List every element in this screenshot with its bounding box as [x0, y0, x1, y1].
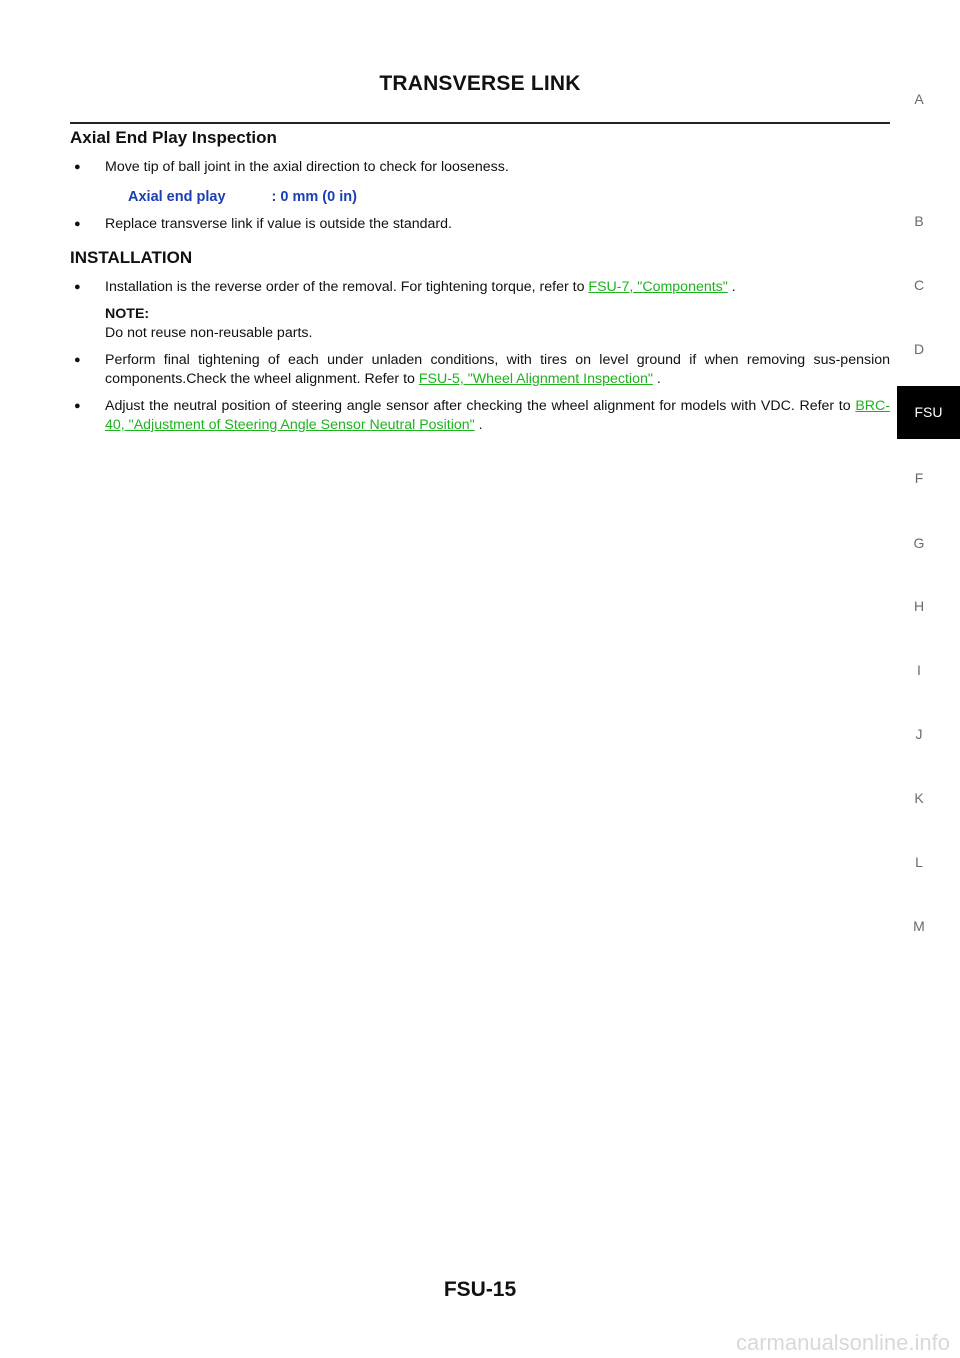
list-item: ● Perform final tightening of each under… — [70, 351, 890, 389]
bullet-tail: . — [652, 371, 661, 387]
index-tab-b[interactable]: B — [914, 213, 924, 229]
index-tab-m[interactable]: M — [913, 918, 925, 934]
bullet-icon: ● — [74, 281, 81, 293]
note-label: NOTE: — [105, 306, 150, 322]
bullet-text: Replace transverse link if value is outs… — [105, 216, 452, 232]
index-tab-fsu-active[interactable]: FSU — [897, 386, 960, 439]
index-tab-h[interactable]: H — [913, 598, 925, 614]
index-tab-g[interactable]: G — [913, 535, 925, 551]
note-text: Do not reuse non-reusable parts. — [105, 325, 313, 341]
spec-value: : 0 mm (0 in) — [271, 189, 357, 205]
watermark: carmanualsonline.info — [735, 1330, 950, 1355]
bullet-icon: ● — [74, 354, 81, 366]
section-index: A B C D FSU F G H I J K L M — [897, 0, 960, 1358]
link-fsu-7-components[interactable]: FSU-7, "Components" — [588, 279, 728, 295]
bullet-icon: ● — [74, 218, 81, 230]
bullet-text: Move tip of ball joint in the axial dire… — [105, 159, 509, 175]
bullet-text: Perform final tightening of each under u… — [105, 352, 890, 387]
section-title-axial: Axial End Play Inspection — [70, 128, 277, 147]
spec-row: Axial end play : 0 mm (0 in) — [128, 187, 890, 207]
list-item: ● Move tip of ball joint in the axial di… — [70, 158, 890, 177]
header-divider — [70, 122, 890, 124]
bullet-text: Installation is the reverse order of the… — [105, 279, 589, 295]
bullet-tail: . — [474, 417, 483, 433]
list-item: ● Installation is the reverse order of t… — [70, 278, 890, 297]
bullet-icon: ● — [74, 161, 81, 173]
note-block: NOTE: Do not reuse non-reusable parts. — [70, 305, 890, 343]
page-number: FSU-15 — [443, 1278, 517, 1301]
list-item: ● Replace transverse link if value is ou… — [70, 215, 890, 234]
spec-label: Axial end play — [128, 189, 226, 205]
index-tab-c[interactable]: C — [913, 277, 925, 293]
bullet-tail: . — [727, 279, 736, 295]
index-tab-k[interactable]: K — [914, 790, 924, 806]
bullet-icon: ● — [74, 400, 81, 412]
link-brc-40-steering-angle[interactable]: BRC-40, "Adjustment of Steering Angle Se… — [105, 398, 890, 433]
index-tab-a[interactable]: A — [914, 91, 924, 107]
index-tab-i[interactable]: I — [917, 662, 921, 678]
link-fsu-5-wheel-alignment[interactable]: FSU-5, "Wheel Alignment Inspection" — [418, 371, 653, 387]
bullet-text: Adjust the neutral position of steering … — [105, 398, 856, 414]
index-tab-d[interactable]: D — [913, 341, 925, 357]
document-body: Axial End Play Inspection ● Move tip of … — [70, 126, 890, 435]
list-item: ● Adjust the neutral position of steerin… — [70, 397, 890, 435]
section-title-installation: INSTALLATION — [70, 248, 193, 267]
page-title: TRANSVERSE LINK — [379, 72, 581, 95]
index-tab-j[interactable]: J — [915, 726, 923, 742]
index-tab-l[interactable]: L — [915, 854, 923, 870]
index-tab-f[interactable]: F — [914, 470, 924, 486]
